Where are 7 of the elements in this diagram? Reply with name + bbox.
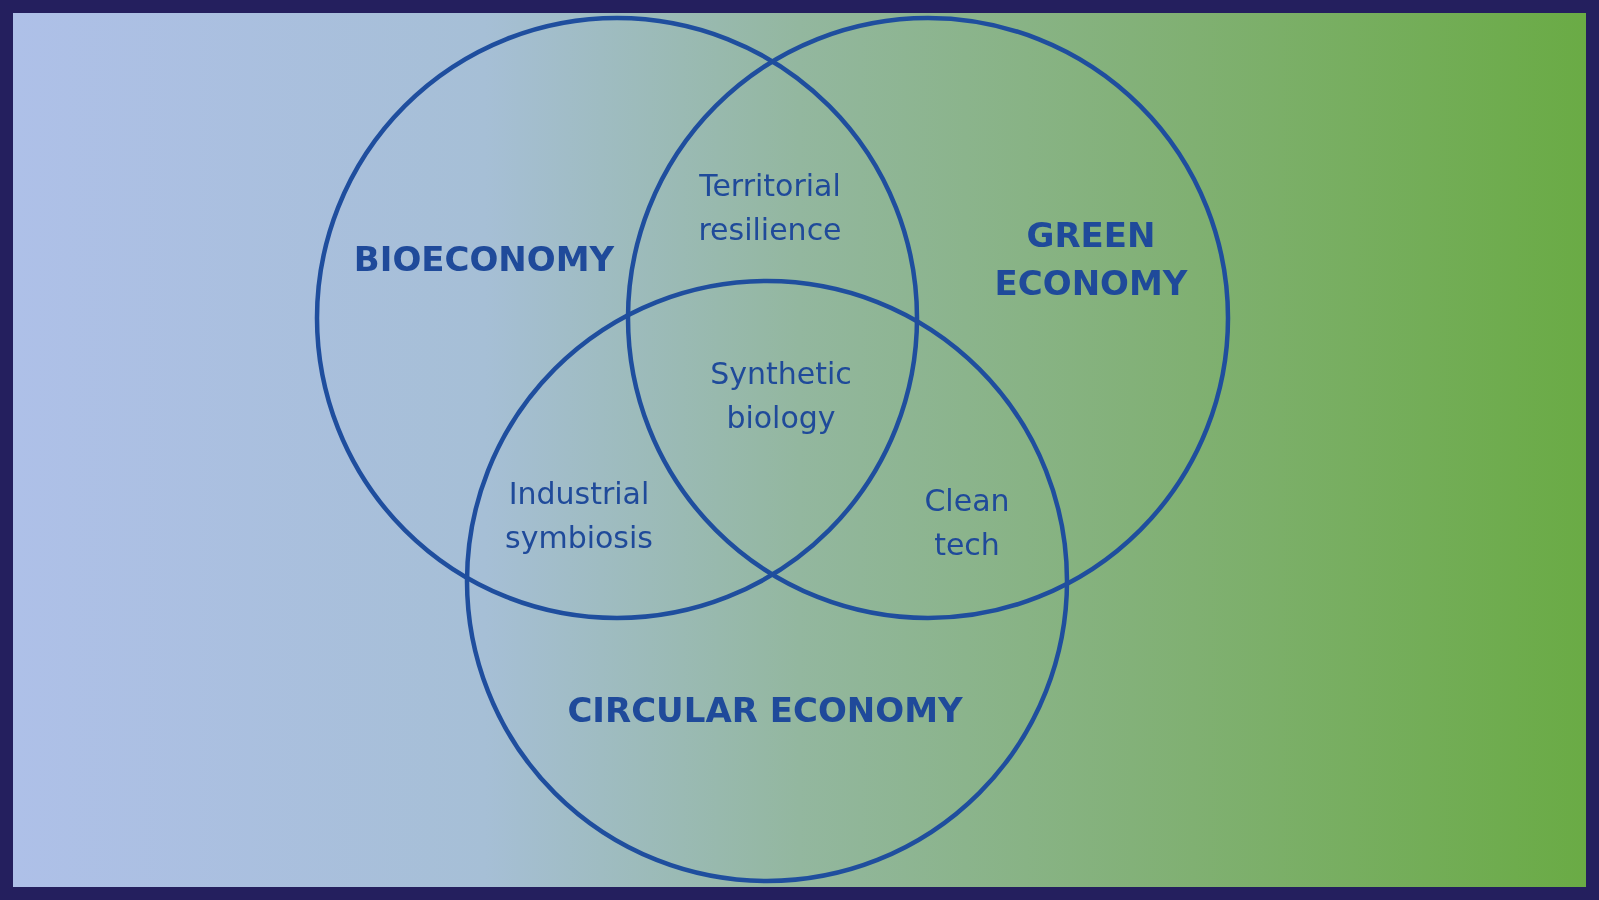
- overlap-label: Territorial resilience: [697, 166, 843, 248]
- circle-title: GREEN ECONOMY: [993, 214, 1189, 305]
- overlap-label: Clean tech: [923, 481, 1011, 563]
- overlap-label: Synthetic biology: [709, 354, 853, 436]
- overlap-label: Industrial symbiosis: [504, 474, 654, 556]
- circle-title: CIRCULAR ECONOMY: [566, 689, 964, 733]
- circle-title: BIOECONOMY: [352, 238, 616, 282]
